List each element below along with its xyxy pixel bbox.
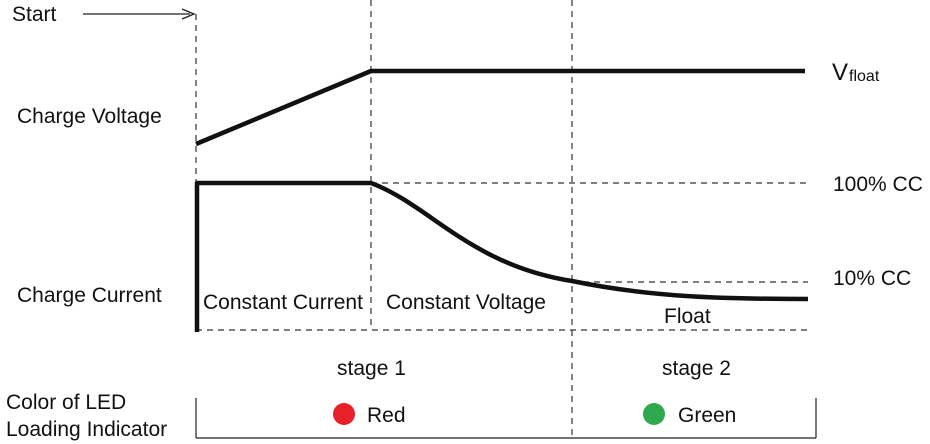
float-label: Float — [664, 305, 711, 328]
led-label-line2: Loading Indicator — [6, 418, 167, 441]
stage1-label: stage 1 — [337, 357, 406, 380]
led-green-label: Green — [678, 404, 736, 427]
cc-10-label: 10% CC — [833, 267, 911, 290]
led-green-dot-icon — [643, 403, 665, 425]
charge-current-label: Charge Current — [17, 284, 162, 307]
voltage-curve — [195, 68, 805, 147]
cc-100-label: 100% CC — [833, 173, 923, 196]
start-arrow-head-icon — [181, 8, 196, 20]
led-label-line1: Color of LED — [6, 391, 126, 414]
constant-voltage-label: Constant Voltage — [386, 291, 546, 314]
charge-voltage-label: Charge Voltage — [17, 105, 162, 128]
current-curve — [194, 180, 809, 332]
stage2-label: stage 2 — [662, 357, 731, 380]
start-label: Start — [12, 3, 57, 26]
led-red-label: Red — [367, 404, 406, 427]
led-red-dot-icon — [333, 403, 355, 425]
v-float-label: Vfloat — [832, 59, 880, 86]
constant-current-label: Constant Current — [203, 291, 363, 314]
